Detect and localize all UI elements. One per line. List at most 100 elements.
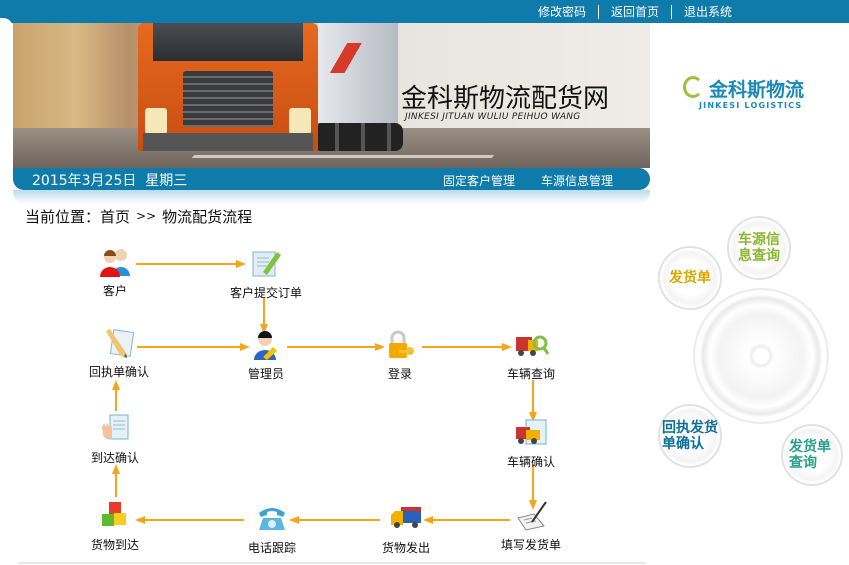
logo-e-icon — [683, 76, 703, 98]
node-label: 车辆确认 — [506, 455, 555, 469]
flow-node-fill-waybill[interactable]: 填写发货单 — [486, 500, 576, 553]
order-edit-icon — [249, 248, 283, 280]
telephone-icon — [255, 503, 289, 535]
logout-link[interactable]: 退出系统 — [683, 4, 732, 19]
waybill-button[interactable]: 发货单 — [658, 246, 722, 310]
node-label: 客户提交订单 — [229, 286, 302, 300]
truck-grille — [183, 71, 273, 127]
admin-key-icon — [249, 329, 283, 361]
button-label-line1: 回执发货 — [662, 419, 718, 436]
truck-confirm-icon — [514, 417, 548, 449]
node-label: 货物发出 — [381, 541, 430, 555]
truck-wheels — [313, 123, 403, 151]
logo-name: 金科斯物流 — [709, 79, 805, 101]
node-label: 到达确认 — [90, 451, 139, 465]
breadcrumb: 当前位置： 首页 >> 物流配货流程 — [25, 206, 252, 227]
flow-node-vehicle-query[interactable]: 车辆查询 — [486, 329, 576, 382]
node-label: 回执单确认 — [88, 365, 149, 379]
breadcrumb-separator: >> — [136, 209, 157, 223]
truck-trailer-stripe — [318, 43, 398, 73]
flow-node-login[interactable]: 登录 — [355, 329, 445, 382]
top-bar-notch — [0, 18, 13, 28]
top-bar-corner — [0, 0, 13, 23]
banner-title: 金科斯物流配货网 — [401, 84, 610, 114]
change-password-link[interactable]: 修改密码 — [537, 4, 586, 19]
button-label: 车源信息查询 — [738, 232, 780, 264]
arrow-head-right — [375, 343, 385, 351]
flow-node-goods-arrived[interactable]: 货物到达 — [70, 500, 160, 553]
node-label: 管理员 — [247, 367, 284, 381]
flow-node-customer[interactable]: 客户 — [70, 246, 160, 299]
truck-trailer — [318, 23, 398, 133]
receipt-confirm-button[interactable]: 回执发货单确认 — [658, 404, 722, 468]
truck-bumper — [143, 133, 313, 151]
flow-arrow — [287, 346, 375, 348]
header-banner: 金科斯物流配货网 JINKESI JITUAN WULIU PEIHUO WAN… — [13, 23, 650, 168]
node-label: 登录 — [387, 367, 412, 381]
vehicle-source-query-button[interactable]: 车源信息查询 — [727, 216, 791, 280]
flow-node-vehicle-confirm[interactable]: 车辆确认 — [486, 417, 576, 470]
divider — [597, 4, 599, 19]
truck-headlight — [289, 108, 311, 134]
button-label: 发货单查询 — [789, 439, 831, 471]
arrow-head-down — [260, 324, 268, 334]
button-label-line1: 车源信 — [738, 231, 780, 248]
flow-arrow — [115, 473, 117, 497]
truck-icon — [389, 503, 423, 535]
flow-arrow — [432, 519, 510, 521]
content-bottom-divider — [18, 562, 646, 564]
flow-arrow — [532, 380, 534, 413]
top-bar: 修改密码 返回首页 退出系统 — [0, 0, 849, 23]
flow-node-goods-shipped[interactable]: 货物发出 — [361, 503, 451, 556]
current-date: 2015年3月25日 星期三 — [32, 173, 188, 189]
banner-subtitle: JINKESI JITUAN WULIU PEIHUO WANG — [405, 112, 581, 122]
flow-arrow — [263, 298, 265, 324]
flow-arrow — [115, 389, 117, 411]
button-label-line2: 息查询 — [738, 248, 780, 264]
arrow-head-right — [240, 343, 250, 351]
decorative-wheel-icon — [693, 288, 829, 424]
flow-arrow — [144, 519, 244, 521]
arrow-head-left — [135, 516, 145, 524]
waybill-query-button[interactable]: 发货单查询 — [781, 424, 843, 486]
breadcrumb-current: 物流配货流程 — [162, 208, 253, 226]
vehicle-source-management-link[interactable]: 车源信息管理 — [540, 174, 613, 188]
fixed-customer-management-link[interactable]: 固定客户管理 — [442, 174, 515, 188]
arrow-head-up — [112, 464, 120, 474]
flow-arrow — [137, 346, 240, 348]
arrow-head-down — [529, 412, 537, 422]
button-label-line2: 单确认 — [662, 436, 704, 452]
flow-arrow — [532, 464, 534, 500]
node-label: 客户 — [102, 284, 127, 298]
button-label-line2: 查询 — [789, 455, 817, 471]
node-label: 车辆查询 — [506, 367, 555, 381]
flow-arrow — [298, 519, 380, 521]
button-label: 发货单 — [669, 269, 711, 286]
logo-tagline: JINKESI LOGISTICS — [699, 101, 803, 110]
arrow-head-right — [502, 343, 512, 351]
arrow-head-left — [289, 516, 299, 524]
flow-node-submit-order[interactable]: 客户提交订单 — [221, 248, 311, 301]
customers-icon — [98, 246, 132, 278]
flow-node-admin[interactable]: 管理员 — [221, 329, 311, 382]
truck-windshield — [153, 23, 303, 61]
nav-bar: 2015年3月25日 星期三 固定客户管理 车源信息管理 — [13, 168, 650, 190]
node-label: 货物到达 — [90, 538, 139, 552]
return-home-link[interactable]: 返回首页 — [610, 4, 659, 19]
arrow-head-up — [112, 380, 120, 390]
flow-node-arrival-confirm[interactable]: 到达确认 — [70, 413, 160, 466]
company-logo: 金科斯物流 JINKESI LOGISTICS — [683, 74, 813, 114]
arrow-head-left — [423, 516, 433, 524]
boxes-icon — [98, 500, 132, 532]
pencil-document-icon — [102, 327, 136, 359]
flow-node-receipt-confirm[interactable]: 回执单确认 — [74, 327, 164, 380]
truck-headlight — [145, 108, 167, 134]
lock-key-icon — [383, 329, 417, 361]
sign-document-icon — [514, 500, 548, 532]
flow-arrow — [136, 263, 236, 265]
logistics-flow-diagram: 客户 客户提交订单 管理员 登录 车辆查询 车辆确认 填写发货单 — [18, 246, 646, 564]
flow-node-phone-track[interactable]: 电话跟踪 — [227, 503, 317, 556]
breadcrumb-home-link[interactable]: 首页 — [100, 208, 131, 226]
breadcrumb-prefix: 当前位置： — [25, 208, 101, 226]
arrow-head-down — [529, 500, 537, 510]
